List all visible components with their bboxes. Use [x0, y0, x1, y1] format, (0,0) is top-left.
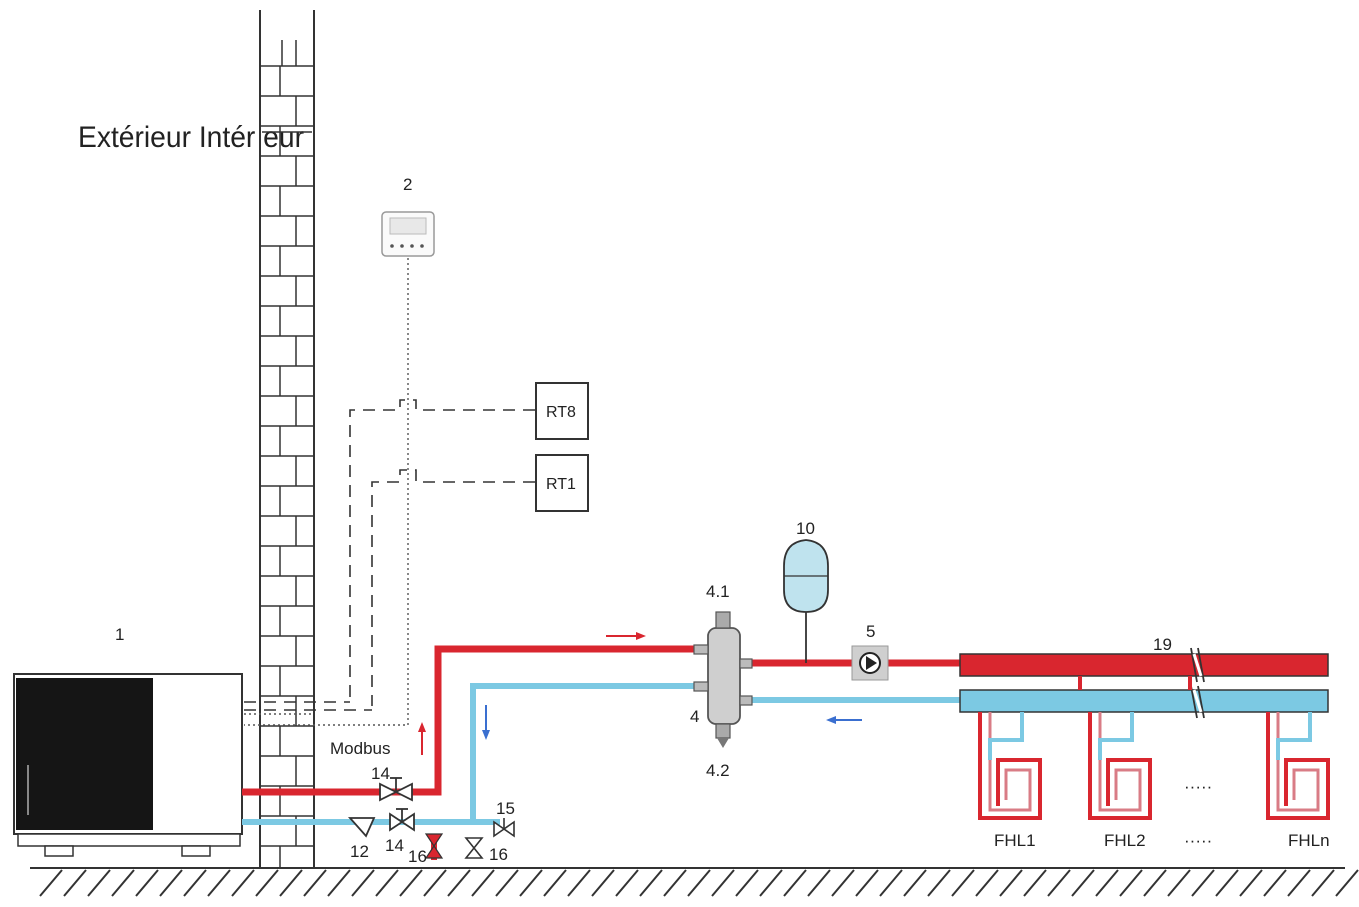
label-1: 1	[115, 625, 124, 644]
thermostat-rt8	[535, 382, 589, 440]
label-12: 12	[350, 842, 369, 861]
manifold-break	[1190, 647, 1205, 719]
wired-controller	[381, 211, 435, 257]
label-fhl1: FHL1	[994, 831, 1036, 850]
label-14b: 14	[385, 836, 404, 855]
label-19: 19	[1153, 635, 1172, 654]
expansion-tank	[783, 539, 829, 663]
controller-cable	[244, 258, 409, 726]
supply-manifold	[959, 653, 1329, 677]
circulation-pump	[851, 645, 889, 681]
filter-12	[347, 817, 376, 838]
label-rt8: RT8	[546, 404, 576, 421]
label-15: 15	[496, 799, 515, 818]
return-manifold	[959, 689, 1329, 713]
label-10: 10	[796, 519, 815, 538]
valve-14-supply	[379, 777, 413, 802]
valve-15	[493, 818, 515, 838]
label-4: 4	[690, 707, 699, 726]
label-16b: 16	[489, 845, 508, 864]
modbus-label: Modbus	[330, 739, 390, 758]
label-16a: 16	[408, 847, 427, 866]
thermostat-wiring	[244, 399, 535, 711]
valve-16-supply	[424, 833, 444, 859]
label-5: 5	[866, 622, 875, 641]
brick-wall	[259, 10, 315, 868]
ellipsis-lower: ·····	[1184, 831, 1212, 850]
valve-14-return	[389, 808, 415, 832]
floor-heating-loops	[978, 676, 1330, 820]
label-2: 2	[403, 175, 412, 194]
zone-label: Extérieur Intér eur	[78, 121, 304, 154]
label-rt1: RT1	[546, 476, 576, 493]
label-4-2: 4.2	[706, 761, 730, 780]
flow-arrows	[418, 632, 862, 755]
label-fhln: FHLn	[1288, 831, 1330, 850]
ellipsis-upper: ·····	[1184, 777, 1212, 796]
hydraulic-separator	[693, 611, 753, 748]
label-14a: 14	[371, 764, 390, 783]
label-fhl2: FHL2	[1104, 831, 1146, 850]
outdoor-heat-pump-unit	[13, 673, 243, 857]
label-4-1: 4.1	[706, 582, 730, 601]
ground	[30, 867, 1359, 897]
thermostat-rt1	[535, 454, 589, 512]
valve-16-return	[464, 837, 484, 859]
